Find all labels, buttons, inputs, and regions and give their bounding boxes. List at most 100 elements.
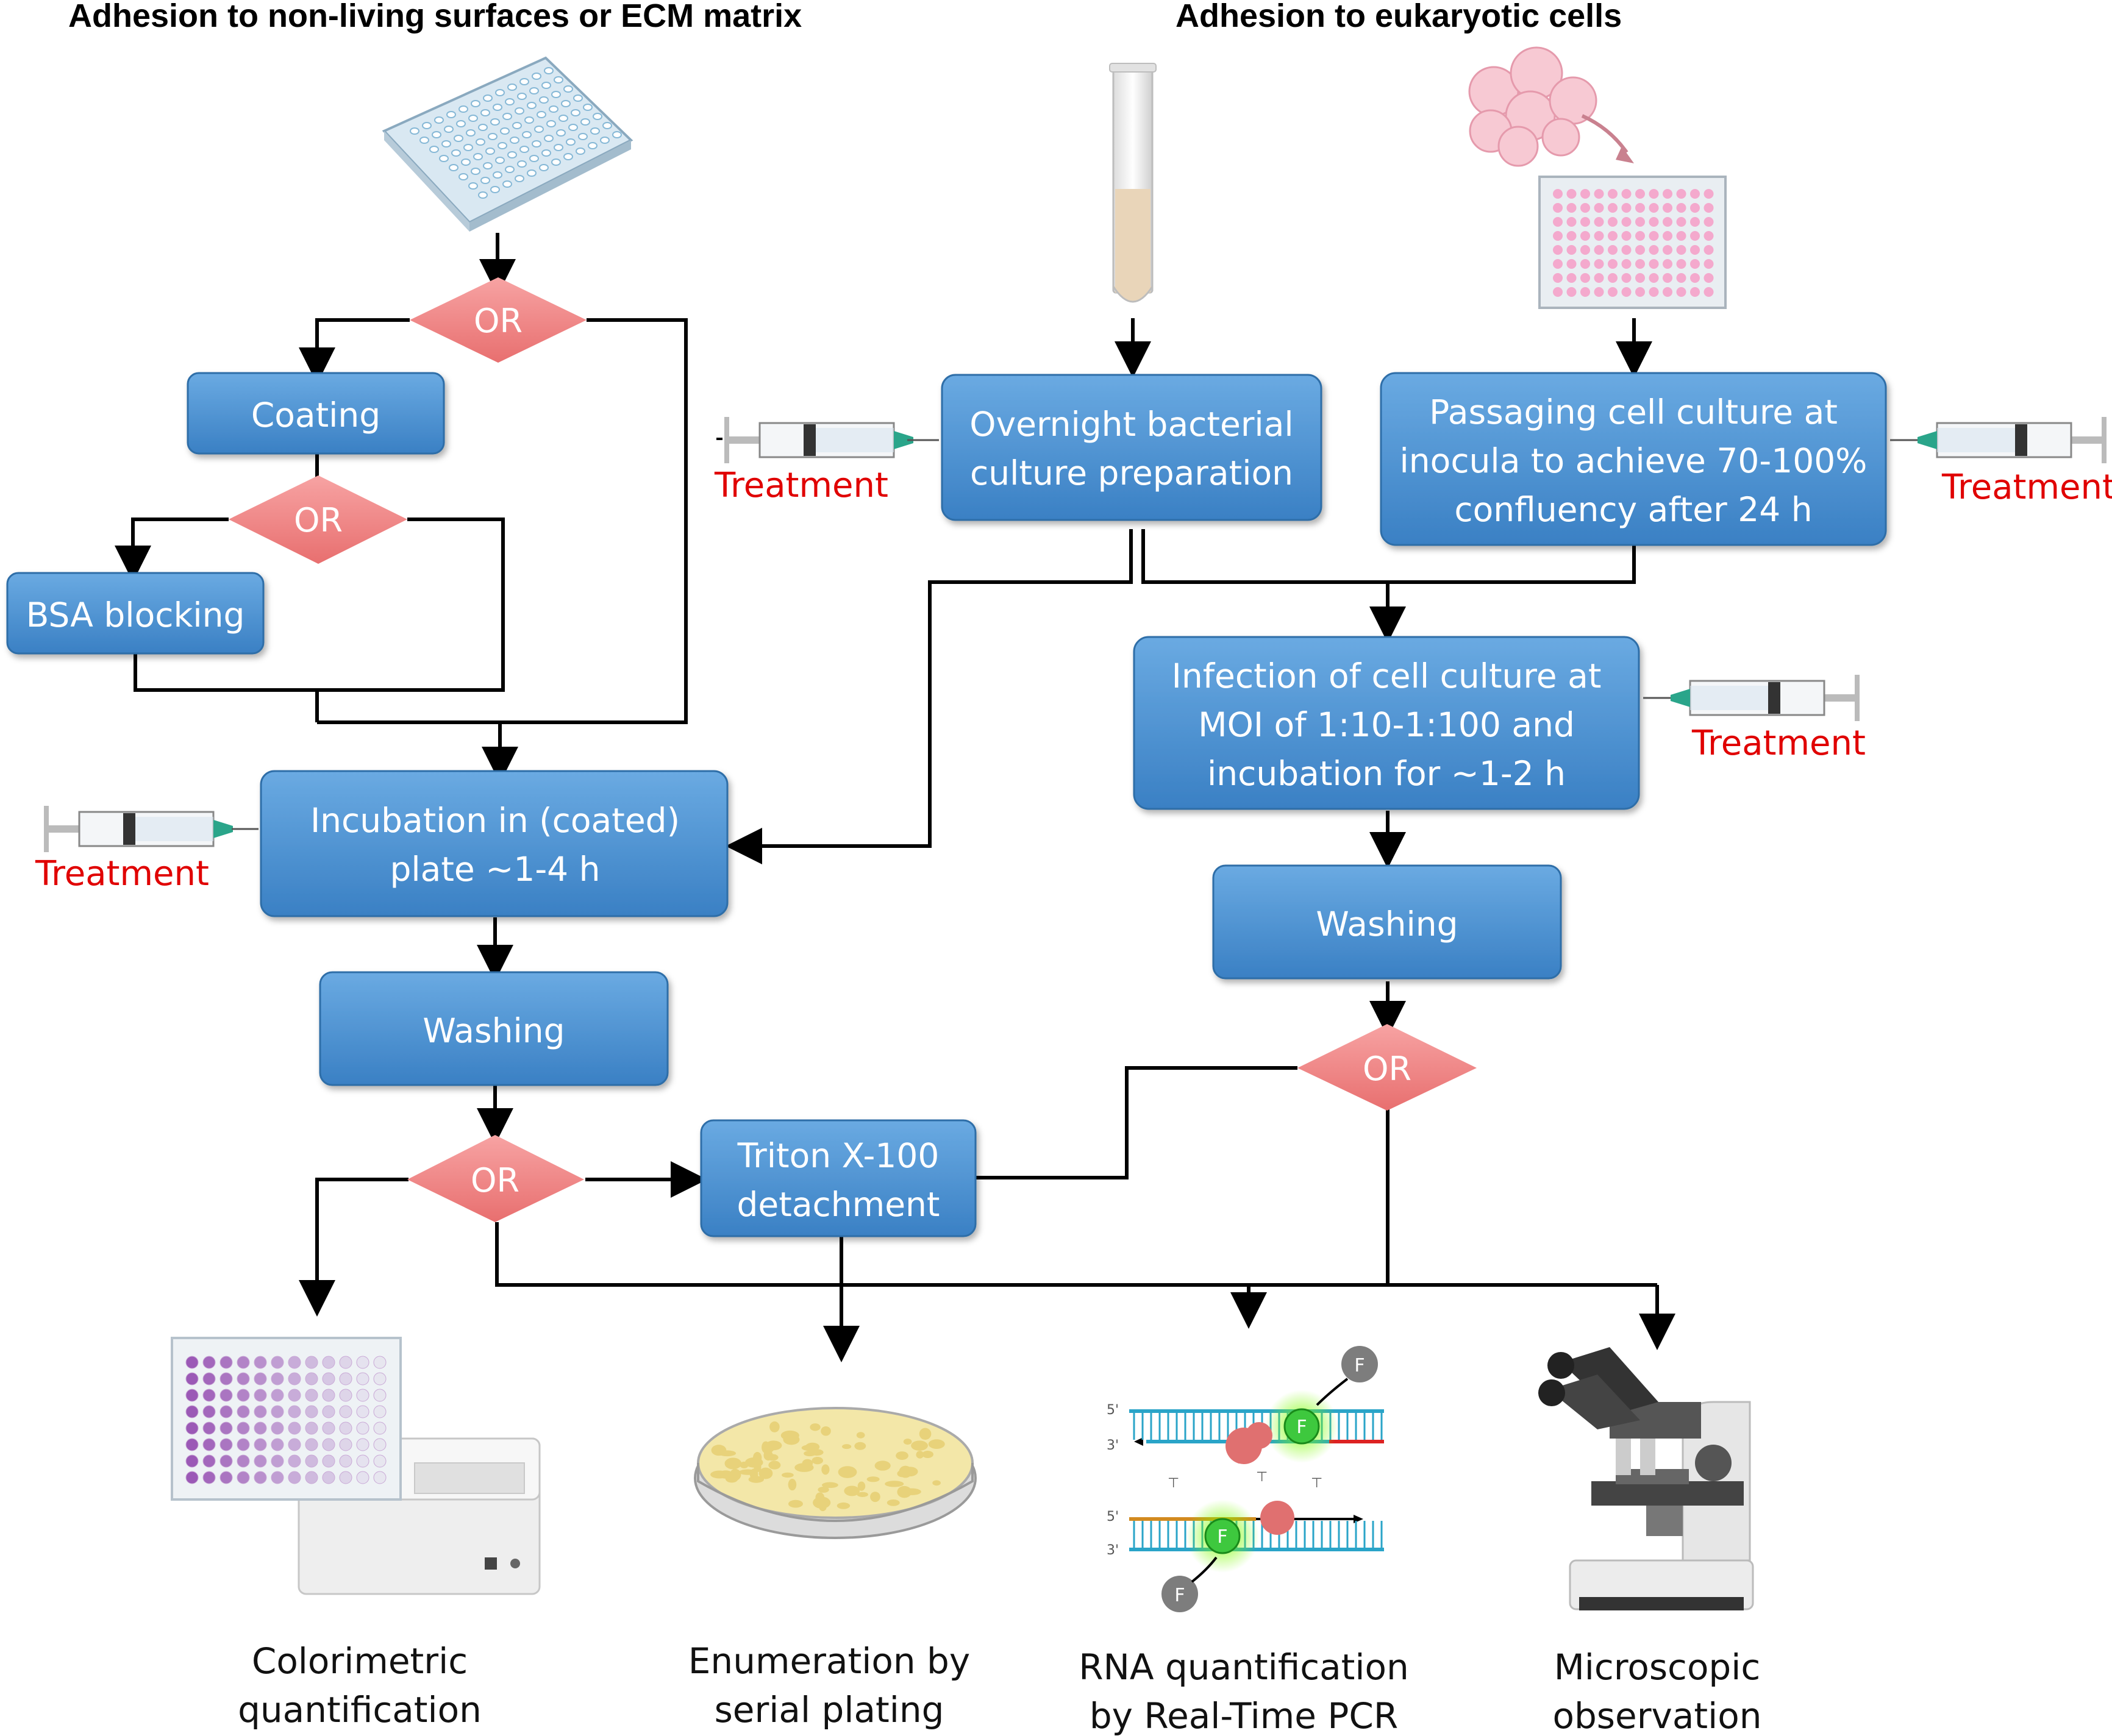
purple-well — [237, 1356, 250, 1369]
pink-well — [1608, 287, 1618, 297]
pcr-5prime-top: 5' — [1107, 1403, 1119, 1418]
enumeration-label-1: Enumeration by — [688, 1640, 970, 1682]
purple-well — [339, 1438, 352, 1451]
connector-lines — [115, 233, 1675, 1362]
colony — [788, 1479, 797, 1491]
pink-well — [1594, 231, 1604, 241]
purple-well — [322, 1471, 335, 1484]
pink-well — [1580, 203, 1590, 213]
pink-well — [1663, 259, 1672, 269]
plate-well — [478, 191, 488, 199]
pink-well — [1704, 203, 1714, 213]
plate-well — [556, 129, 566, 137]
plate-well — [515, 175, 524, 182]
plate-well — [500, 127, 510, 135]
pink-well — [1553, 203, 1563, 213]
purple-well — [322, 1405, 335, 1418]
pink-well — [1676, 245, 1686, 255]
pcr-3prime-top: 3' — [1107, 1438, 1119, 1453]
purple-well — [202, 1356, 216, 1369]
pink-well — [1608, 231, 1618, 241]
pink-well — [1566, 287, 1577, 297]
colony — [911, 1440, 928, 1451]
plate-well — [517, 160, 527, 168]
pink-well — [1704, 259, 1714, 269]
plate-well — [588, 142, 598, 149]
pink-well — [1704, 189, 1714, 199]
purple-well — [373, 1389, 387, 1402]
purple-well — [356, 1471, 369, 1484]
plate-well — [483, 94, 493, 102]
pink-well — [1676, 273, 1686, 283]
plate-well — [471, 100, 480, 107]
petri-dish-icon — [694, 1407, 977, 1539]
pink-well — [1663, 287, 1672, 297]
purple-well — [339, 1471, 352, 1484]
left-header: Adhesion to non-living surfaces or ECM m… — [68, 0, 802, 34]
pink-well — [1594, 273, 1604, 283]
pink-well — [1663, 231, 1672, 241]
plate-well — [519, 146, 529, 153]
purple-well — [373, 1438, 387, 1451]
purple-well — [271, 1471, 284, 1484]
plate-well — [422, 122, 432, 129]
plate-well — [507, 151, 517, 158]
pink-well — [1704, 287, 1714, 297]
plate-well — [488, 133, 498, 140]
plate-well — [573, 94, 583, 102]
pink-well — [1553, 189, 1563, 199]
purple-well — [185, 1372, 199, 1386]
colorimetric-label-1: Colorimetric — [252, 1640, 468, 1682]
colony — [766, 1454, 779, 1461]
pink-well — [1676, 259, 1686, 269]
pink-well — [1608, 259, 1618, 269]
plate-well — [593, 113, 602, 120]
pink-well — [1594, 245, 1604, 255]
or-diamond-4: OR — [1297, 1024, 1477, 1111]
pink-well — [1553, 273, 1563, 283]
pink-well — [1690, 203, 1700, 213]
pink-well — [1690, 287, 1700, 297]
triton-label-1: Triton X-100 — [737, 1136, 940, 1175]
plate-well — [534, 126, 544, 133]
pink-well — [1649, 273, 1659, 283]
purple-well — [322, 1454, 335, 1468]
purple-well — [373, 1471, 387, 1484]
syringe-icon-incubation — [44, 806, 259, 852]
plate-well — [444, 126, 454, 133]
pink-well — [1621, 245, 1632, 255]
plate-well — [546, 120, 556, 127]
purple-well — [254, 1405, 267, 1418]
purple-well — [271, 1389, 284, 1402]
pink-well-plate-icon — [1538, 176, 1727, 309]
purple-well — [288, 1356, 301, 1369]
pink-well — [1621, 287, 1632, 297]
plate-well — [532, 73, 541, 80]
plate-well — [458, 173, 468, 180]
colony — [768, 1460, 781, 1470]
colony — [854, 1442, 866, 1450]
colony — [788, 1499, 803, 1508]
incubation-box: Incubation in (coated) plate ~1-4 h — [260, 770, 729, 917]
purple-well — [254, 1454, 267, 1468]
colony — [919, 1428, 932, 1440]
purple-well — [305, 1372, 318, 1386]
passaging-label-3: confluency after 24 h — [1454, 490, 1812, 529]
plate-well — [446, 111, 456, 118]
washing-right-label: Washing — [1316, 905, 1458, 944]
purple-well — [254, 1356, 267, 1369]
plate-well — [502, 180, 512, 188]
plate-well — [468, 115, 478, 122]
plate-well — [583, 104, 593, 111]
purple-well — [202, 1389, 216, 1402]
pink-well — [1621, 273, 1632, 283]
pink-well — [1566, 203, 1577, 213]
pink-well — [1690, 231, 1700, 241]
plate-well — [429, 146, 439, 153]
pink-well — [1649, 217, 1659, 227]
fluor-label-2: F — [1354, 1355, 1365, 1376]
right-header: Adhesion to eukaryotic cells — [1176, 0, 1622, 34]
plate-well — [502, 113, 512, 120]
plate-well — [551, 91, 561, 98]
plate-well — [507, 84, 517, 91]
